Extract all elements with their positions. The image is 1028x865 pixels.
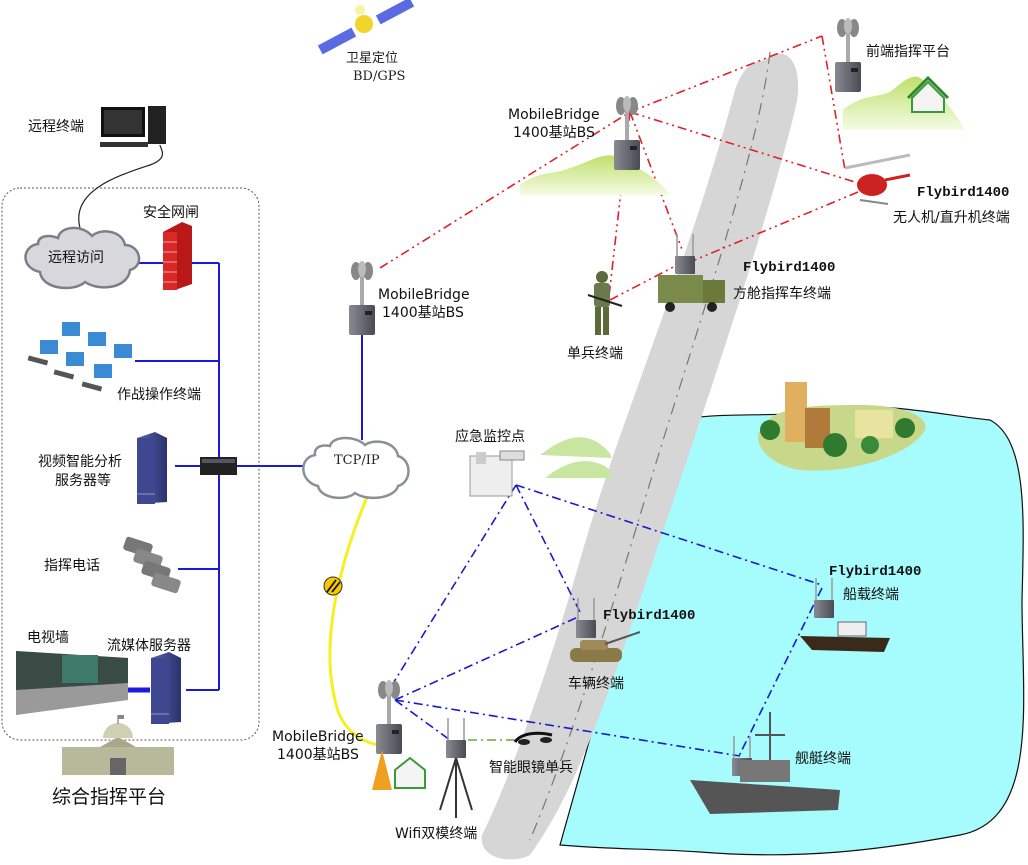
remote-terminal-icon <box>100 106 166 147</box>
vehicle-label: 车辆终端 <box>568 675 624 692</box>
tank-icon <box>570 631 641 662</box>
wireless-backhaul-link <box>328 489 379 747</box>
tcp-ip-cloud-icon <box>302 436 410 500</box>
satellite-label-line2: BD/GPS <box>353 69 405 84</box>
boat-icon <box>800 621 890 652</box>
soldier-label: 单兵终端 <box>567 346 623 362</box>
base-station-top-icon <box>614 96 640 170</box>
streaming-server-label: 流媒体服务器 <box>107 638 191 654</box>
warship-icon <box>690 712 840 814</box>
lan-wiring <box>78 144 363 693</box>
video-server-icon <box>136 431 168 505</box>
surveillance-camera-icon <box>469 450 525 497</box>
emergency-monitor-label: 应急监控点 <box>455 428 525 445</box>
firewall-icon <box>163 222 192 290</box>
front-command-label: 前端指挥平台 <box>866 43 950 60</box>
ship-small-label: 船载终端 <box>843 587 899 603</box>
helicopter-label: 无人机/直升机终端 <box>893 209 1010 226</box>
soldier-icon <box>587 271 623 335</box>
base-station-bottom-label-line1: MobileBridge <box>272 729 364 745</box>
ship-small-model: Flybird1400 <box>829 564 921 580</box>
base-station-mid-label-line1: MobileBridge <box>378 287 470 303</box>
base-station-bottom-icon <box>376 680 402 754</box>
shelter-truck-model: Flybird1400 <box>743 260 835 276</box>
tower-and-house-icon <box>372 750 426 790</box>
command-phone-label: 指挥电话 <box>44 558 100 574</box>
shelter-truck-label: 方舱指挥车终端 <box>733 285 831 302</box>
streaming-server-icon <box>150 651 182 725</box>
operator-terminals-label: 作战操作终端 <box>117 387 201 403</box>
hills-front-command <box>843 76 965 130</box>
video-server-label-line2: 服务器等 <box>55 472 111 489</box>
base-station-top-label-line2: 1400基站BS <box>513 124 595 141</box>
satellite-icon <box>317 0 415 55</box>
platform-title: 综合指挥平台 <box>52 786 166 808</box>
house-icon <box>906 75 950 113</box>
wifi-terminal-box-icon <box>445 717 467 759</box>
network-switch-icon <box>200 457 237 475</box>
blue-wireless-links <box>391 484 823 759</box>
remote-terminal-label: 远程终端 <box>28 119 84 135</box>
tv-wall-icon <box>16 651 128 715</box>
vehicle-model: Flybird1400 <box>603 608 695 624</box>
tcp-ip-label: TCP/IP <box>334 453 380 468</box>
operator-terminals-icon <box>27 322 132 392</box>
signal-arrow-icon <box>323 576 343 596</box>
base-station-bottom-label-line2: 1400基站BS <box>277 746 359 763</box>
phones-icon <box>123 536 181 594</box>
hills-monitor-a <box>540 437 612 458</box>
tripod-icon <box>439 757 473 818</box>
front-command-station-icon <box>835 18 861 92</box>
command-building-icon <box>62 715 174 775</box>
satellite-label-line1: 卫星定位 <box>346 51 398 66</box>
base-station-top-label-line1: MobileBridge <box>508 107 600 123</box>
city-island-icon <box>758 382 926 471</box>
base-station-mid-label-line2: 1400基站BS <box>382 304 464 321</box>
wifi-terminal-label: Wifi双模终端 <box>395 826 477 842</box>
warship-label: 舰艇终端 <box>795 751 851 767</box>
shelter-truck-icon <box>658 275 725 312</box>
smart-glasses-label: 智能眼镜单兵 <box>489 760 573 776</box>
helicopter-icon <box>844 153 911 205</box>
road <box>481 53 799 860</box>
smart-glasses-icon <box>513 731 553 745</box>
security-gateway-label: 安全网闸 <box>143 204 199 221</box>
video-server-label-line1: 视频智能分析 <box>38 454 122 470</box>
base-station-mid-icon <box>349 261 375 335</box>
command-center-boundary <box>1 187 260 741</box>
helicopter-model: Flybird1400 <box>917 185 1009 201</box>
tv-wall-label: 电视墙 <box>27 630 69 646</box>
remote-access-label: 远程访问 <box>48 250 104 266</box>
hills-monitor-b <box>545 461 612 478</box>
remote-access-cloud-icon <box>24 226 141 290</box>
hills-top-left <box>520 155 670 195</box>
